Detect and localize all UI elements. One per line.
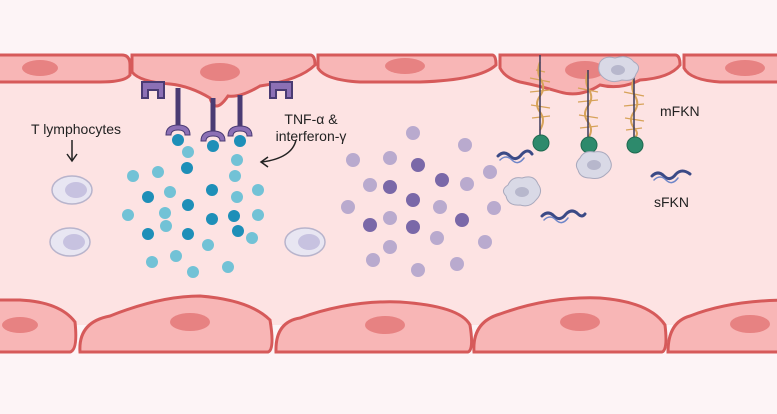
nucleus (200, 63, 240, 81)
cytokine (222, 261, 234, 273)
endothelial-cell (0, 53, 132, 84)
cytokines-label: TNF-α & interferon-γ (266, 111, 356, 145)
inactive-receptor (141, 81, 165, 99)
cytokines-label-line1: TNF-α & (284, 111, 338, 127)
sfkn-label: sFKN (654, 194, 689, 210)
activated-cells (502, 56, 640, 207)
cytokine (127, 170, 139, 182)
chemokine (430, 231, 444, 245)
chemokine (406, 193, 420, 207)
cytokine (152, 166, 164, 178)
sfkn (496, 149, 534, 164)
nucleus (725, 60, 765, 76)
chemokine (366, 253, 380, 267)
cytokine (206, 184, 218, 196)
cytokine (252, 209, 264, 221)
cytokine (202, 239, 214, 251)
cytokine (252, 184, 264, 196)
cytokine (182, 199, 194, 211)
cytokine (206, 213, 218, 225)
chemokine (487, 201, 501, 215)
nucleus (365, 316, 405, 334)
cytokine (231, 191, 243, 203)
cytokine (231, 154, 243, 166)
nucleus (22, 60, 58, 76)
receptor (165, 88, 191, 146)
nucleus (385, 58, 425, 74)
chemokine (411, 263, 425, 277)
cytokine (146, 256, 158, 268)
chemokine (383, 211, 397, 225)
cytokine-cloud (122, 146, 264, 278)
receptor (200, 98, 226, 152)
t-lymphocytes-label: T lymphocytes (31, 121, 121, 137)
endothelial-cell (666, 298, 777, 354)
inactive-receptor (269, 81, 293, 99)
chemokine (383, 240, 397, 254)
bottom-nuclei (2, 313, 770, 334)
cytokine (159, 207, 171, 219)
chemokine (483, 165, 497, 179)
chemokine (346, 153, 360, 167)
mfkn (623, 75, 645, 154)
cytokine (164, 186, 176, 198)
cytokine (182, 146, 194, 158)
cytokine (246, 232, 258, 244)
chemokine (450, 257, 464, 271)
cytokine (142, 228, 154, 240)
chemokine (383, 151, 397, 165)
chemokine (411, 158, 425, 172)
chemokine (406, 220, 420, 234)
arrows (66, 139, 297, 168)
cytokine (229, 170, 241, 182)
cytokine (160, 220, 172, 232)
chemokine (455, 213, 469, 227)
cytokine-receptors (141, 81, 293, 152)
t-cell (284, 227, 326, 257)
chemokine (341, 200, 355, 214)
cytokine (232, 225, 244, 237)
chemokine (478, 235, 492, 249)
chemokine (435, 173, 449, 187)
nucleus (565, 61, 605, 79)
down-arrow-icon (66, 140, 78, 163)
chemokine (433, 200, 447, 214)
chemokine (363, 218, 377, 232)
chemokine (363, 178, 377, 192)
cytokine (142, 191, 154, 203)
cytokine (187, 266, 199, 278)
cytokine (228, 210, 240, 222)
nucleus (2, 317, 38, 333)
t-cell (49, 227, 91, 257)
nucleus (730, 315, 770, 333)
chemokine-cloud (341, 126, 501, 277)
top-nuclei (22, 58, 765, 81)
cytokines-label-line2: interferon-γ (275, 128, 347, 144)
sfkn-molecules (496, 149, 692, 224)
chemokine (460, 177, 474, 191)
receptor (227, 95, 253, 147)
cytokine (181, 162, 193, 174)
cytokine (170, 250, 182, 262)
chemokine (383, 180, 397, 194)
endothelial-cell (0, 298, 78, 354)
curved-arrow-icon (259, 139, 297, 168)
t-cell (51, 175, 93, 205)
mfkn (529, 55, 551, 152)
nucleus (170, 313, 210, 331)
nucleus (560, 313, 600, 331)
cytokine (182, 228, 194, 240)
chemokine (406, 126, 420, 140)
mfkn-molecules (529, 55, 645, 154)
mfkn (577, 70, 599, 154)
sfkn (540, 209, 587, 224)
t-lymphocytes (49, 175, 326, 257)
chemokine (458, 138, 472, 152)
mfkn-label: mFKN (660, 103, 700, 119)
cytokine (122, 209, 134, 221)
sfkn (650, 169, 692, 184)
